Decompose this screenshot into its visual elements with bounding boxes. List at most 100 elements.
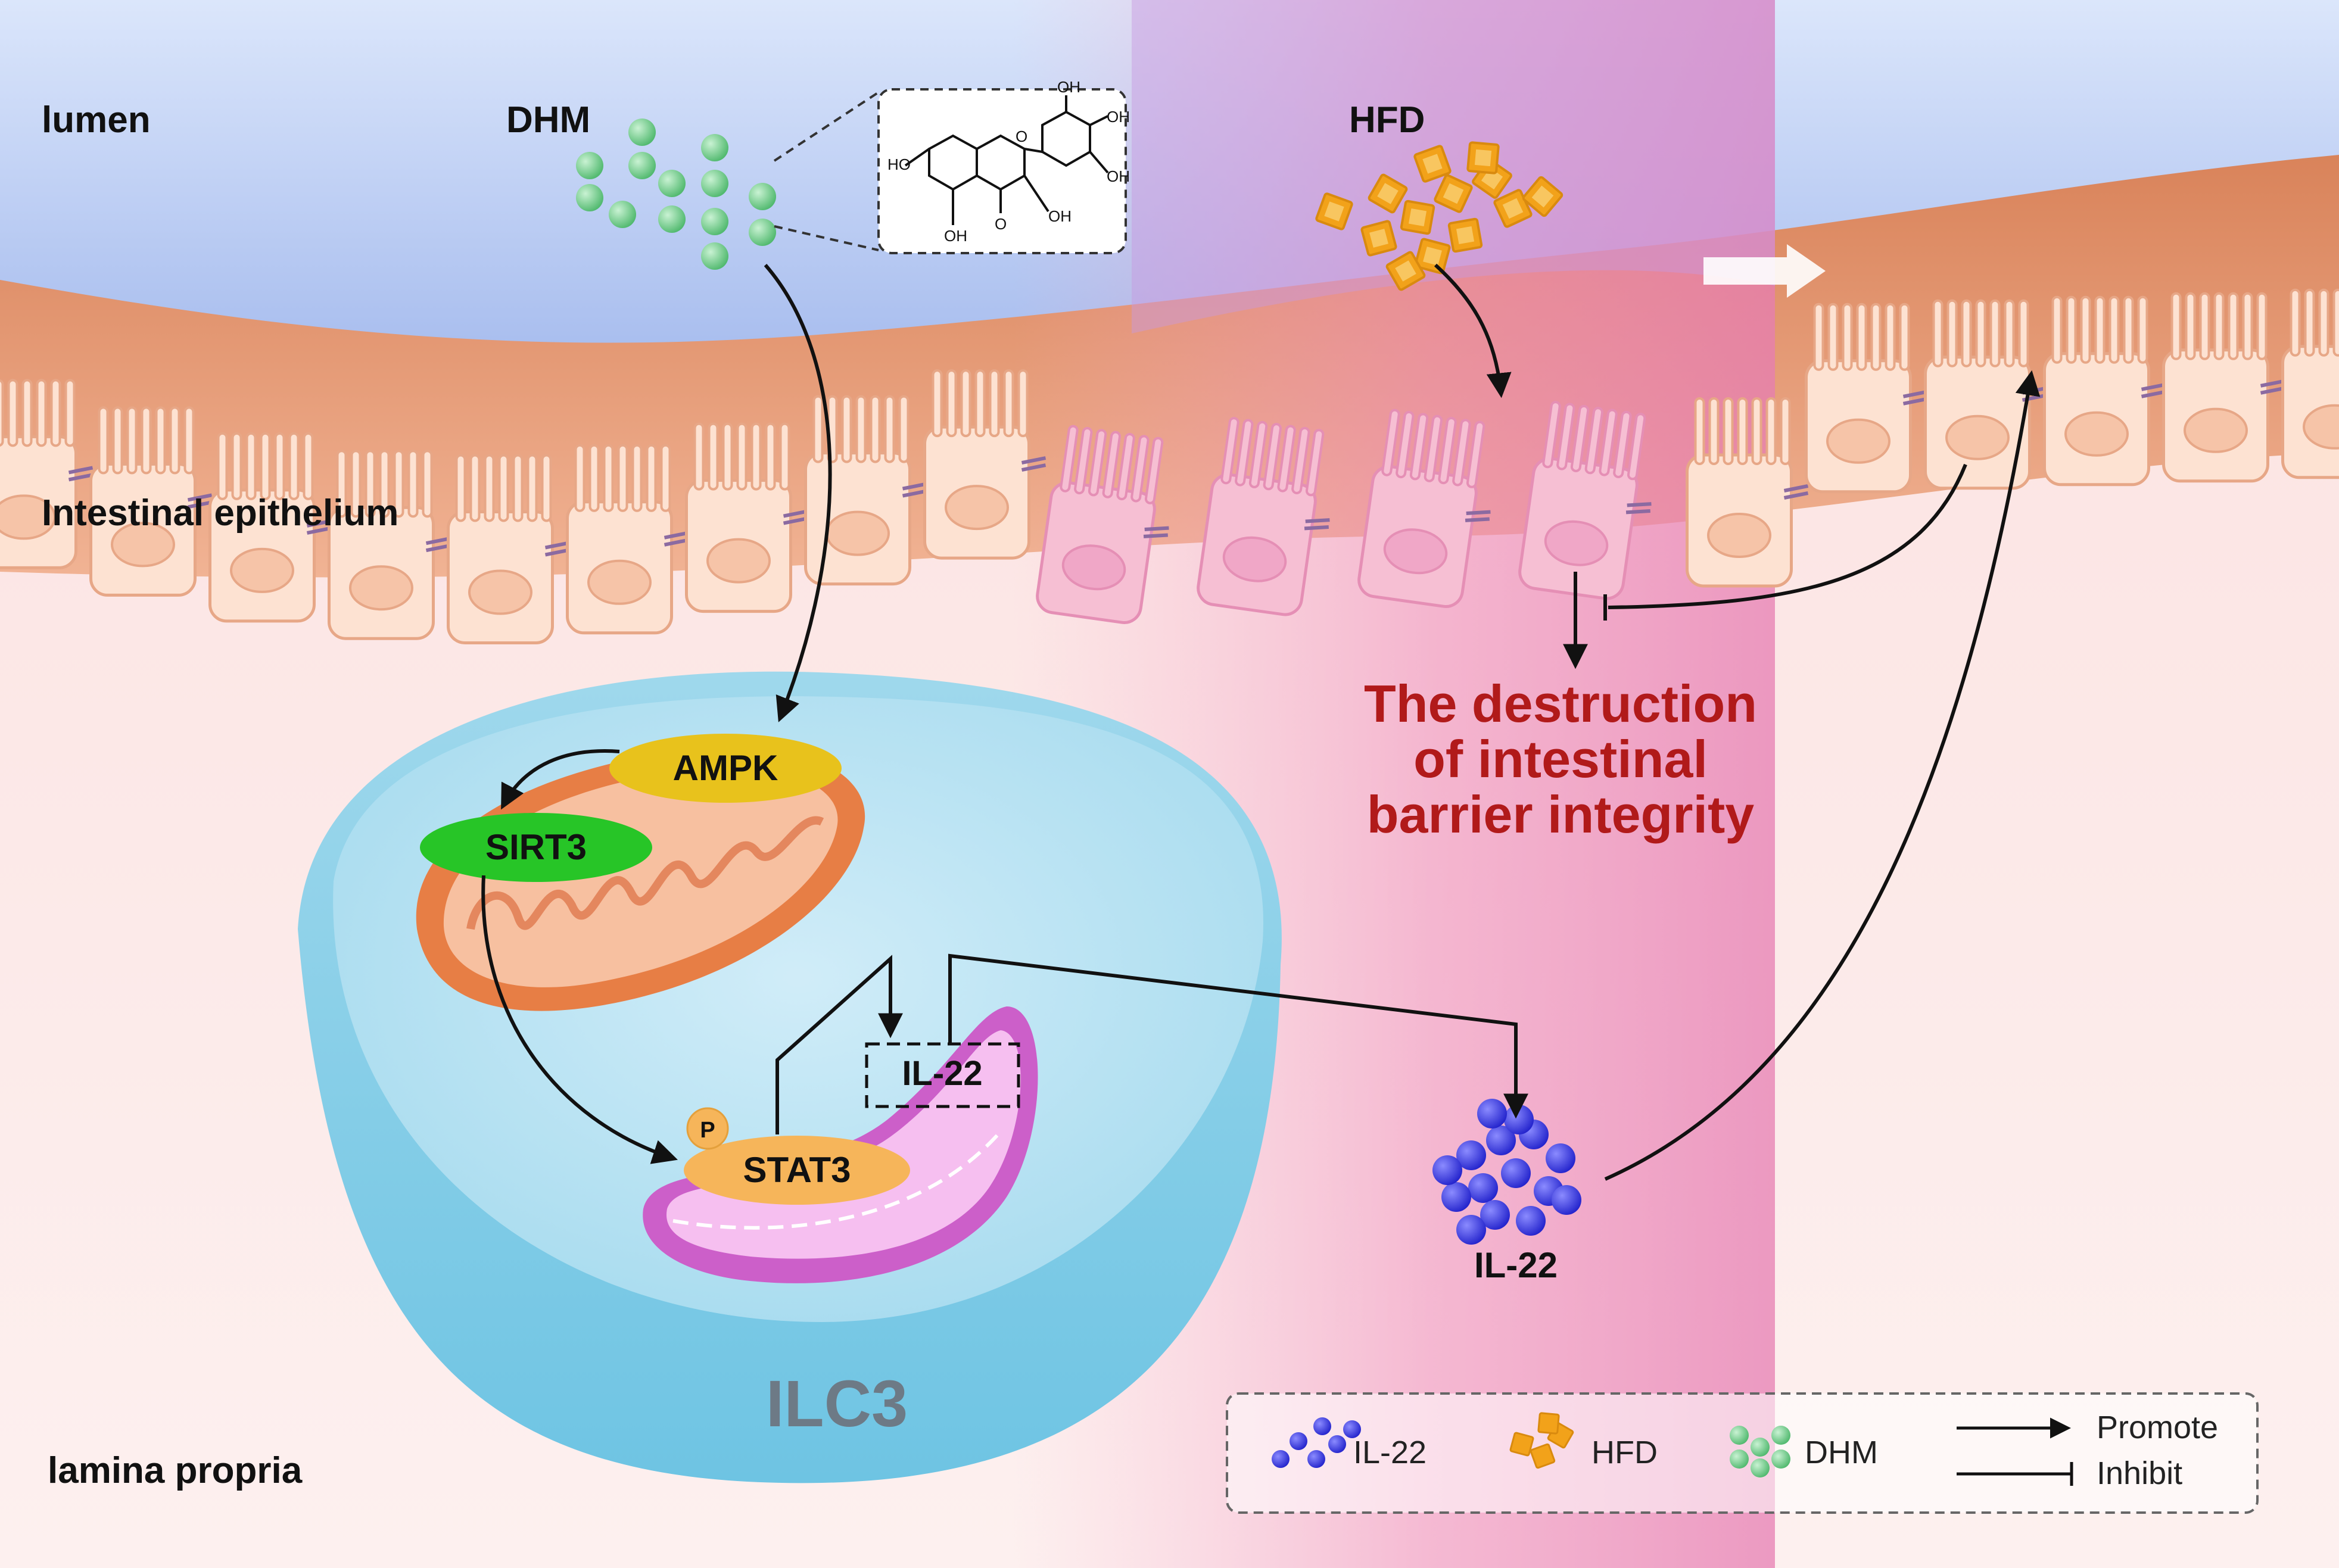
dhm-label: DHM <box>506 99 590 141</box>
hfd-particle <box>1315 192 1353 230</box>
legend-il22-dot <box>1343 1420 1361 1438</box>
recovery-direction-arrow <box>1703 244 1826 298</box>
epithelial-cell <box>89 406 213 597</box>
il22-molecule <box>1501 1158 1531 1188</box>
dhm-molecule <box>576 152 603 179</box>
damage-overlay-lumen <box>1132 0 1775 333</box>
il22-molecule <box>1480 1200 1510 1230</box>
legend-hfd-cube <box>1509 1432 1534 1457</box>
il22-molecule <box>1456 1140 1486 1170</box>
arrow-sirt3-to-stat3 <box>481 875 678 1164</box>
il22-molecule <box>1441 1182 1471 1212</box>
outcome-text: The destruction of intestinal barrier in… <box>1364 674 1757 844</box>
damaged-epithelial-cell <box>1036 425 1169 624</box>
dhm-chemical-structure: OH OH OH HO OH O OH O <box>773 78 1130 254</box>
outcome-line-2: of intestinal <box>1413 730 1708 788</box>
dhm-molecule <box>701 170 728 197</box>
il22-molecule <box>1486 1126 1516 1155</box>
inhibit-recovery-to-destruction <box>1608 463 1967 609</box>
legend-promote-label: Promote <box>2097 1410 2218 1445</box>
arrow-il22-gene-to-secreted <box>948 953 1528 1119</box>
epithelial-cell <box>1805 303 1928 494</box>
hfd-particle <box>1413 145 1452 183</box>
il22-gene-label: IL-22 <box>902 1054 982 1093</box>
arrow-hfd-to-epithelium <box>1434 263 1512 398</box>
legend-hfd-label: HFD <box>1591 1435 1658 1470</box>
oh-right-upper: OH <box>1107 108 1130 126</box>
hfd-label: HFD <box>1349 99 1425 141</box>
ampk-label: AMPK <box>673 748 778 788</box>
hfd-particle <box>1522 176 1564 217</box>
legend-il22-dot <box>1290 1432 1307 1450</box>
il22-molecule <box>1468 1173 1498 1203</box>
legend-hfd-cube <box>1530 1443 1556 1469</box>
damaged-epithelial-cell <box>1357 409 1491 608</box>
legend-il22-dot <box>1328 1435 1346 1453</box>
legend-dhm-dot <box>1751 1438 1770 1457</box>
il22-molecule <box>1504 1105 1534 1134</box>
oh-c3: OH <box>1048 207 1072 225</box>
dhm-molecule <box>701 208 728 235</box>
il22-molecule <box>1477 1099 1507 1129</box>
legend-dhm-label: DHM <box>1805 1435 1878 1470</box>
epithelial-cell <box>2162 292 2285 483</box>
stat3-node: STAT3 <box>684 1136 910 1205</box>
hfd-particle <box>1368 173 1408 214</box>
hfd-particle <box>1385 251 1426 291</box>
legend-dhm-dot <box>1771 1426 1790 1445</box>
arrow-il22-to-epithelium <box>1604 370 2041 1181</box>
legend-il22-dot <box>1307 1450 1325 1468</box>
il22-secreted-label: IL-22 <box>1474 1245 1558 1285</box>
ho-left: HO <box>887 155 911 173</box>
il22-molecule <box>1456 1215 1486 1245</box>
epithelial-cell <box>2281 288 2339 479</box>
phospho-badge: P <box>686 1107 729 1150</box>
legend-il22-swatch <box>1272 1417 1361 1468</box>
legend-il22-dot <box>1272 1450 1290 1468</box>
dhm-molecule <box>576 184 603 211</box>
il22-molecule <box>1516 1206 1546 1236</box>
hfd-particle <box>1414 238 1451 275</box>
oh-right-lower: OH <box>1107 167 1130 185</box>
dhm-molecule <box>609 201 636 228</box>
hfd-particle <box>1360 220 1397 257</box>
legend-dhm-dot <box>1730 1449 1749 1469</box>
legend: IL-22 HFD DHM Promote Inhibit <box>1226 1392 2259 1514</box>
stat3-label: STAT3 <box>743 1150 851 1190</box>
epithelial-cell <box>2043 295 2166 487</box>
hfd-particles <box>1315 141 1564 291</box>
legend-dhm-swatch <box>1730 1426 1790 1477</box>
hfd-particle <box>1400 199 1435 235</box>
il22-molecule <box>1552 1185 1581 1215</box>
ampk-node: AMPK <box>609 734 842 803</box>
ilc3-label: ILC3 <box>766 1367 908 1441</box>
legend-il22-label: IL-22 <box>1353 1435 1427 1470</box>
legend-il22-dot <box>1313 1417 1331 1435</box>
sirt3-node: SIRT3 <box>420 813 652 882</box>
arrow-stat3-to-il22-gene <box>775 955 903 1134</box>
legend-dhm-dot <box>1751 1458 1770 1477</box>
arrow-ampk-to-sirt3 <box>501 749 620 810</box>
hfd-particle <box>1493 189 1533 228</box>
epithelial-cell <box>447 454 570 645</box>
epithelial-cell <box>328 450 451 640</box>
hfd-particle <box>1434 174 1473 213</box>
dhm-molecule <box>749 183 776 210</box>
dhm-molecules <box>576 119 776 270</box>
epithelial-cell <box>1686 397 1809 588</box>
legend-hfd-swatch <box>1509 1412 1574 1469</box>
epithelium-label: Intestinal epithelium <box>42 492 398 534</box>
il22-secreted-cluster <box>1432 1099 1581 1245</box>
dhm-molecule <box>749 219 776 246</box>
legend-hfd-cube <box>1537 1412 1560 1435</box>
legend-dhm-dot <box>1771 1449 1790 1469</box>
dhm-molecule <box>658 205 686 233</box>
outcome-line-1: The destruction <box>1364 674 1757 733</box>
lumen-label: lumen <box>42 99 151 141</box>
ring-oxygen: O <box>1016 127 1027 145</box>
epithelial-cell <box>566 444 689 635</box>
epithelial-cell <box>208 432 332 623</box>
epithelial-cell <box>923 369 1047 560</box>
dhm-molecule <box>628 119 656 146</box>
